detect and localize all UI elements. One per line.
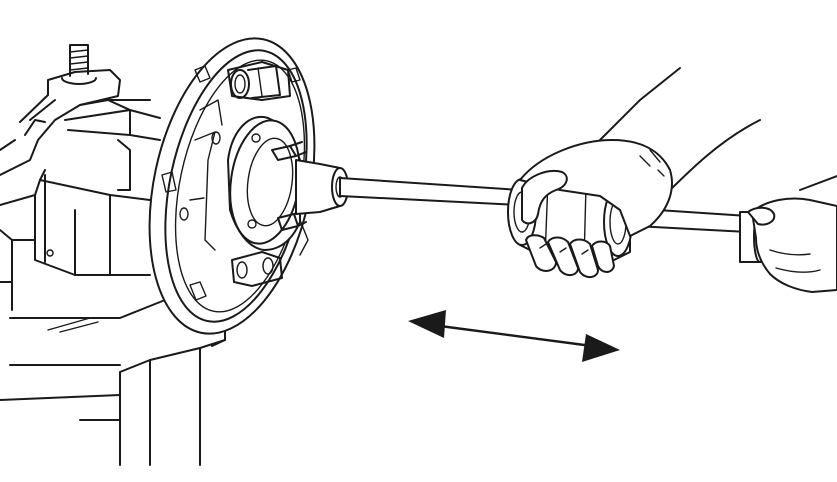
right-hand	[747, 175, 837, 293]
motion-arrow	[408, 310, 620, 362]
axle-hub-flange	[227, 115, 349, 251]
bench-vise-base	[0, 44, 226, 466]
left-hand	[519, 67, 761, 278]
